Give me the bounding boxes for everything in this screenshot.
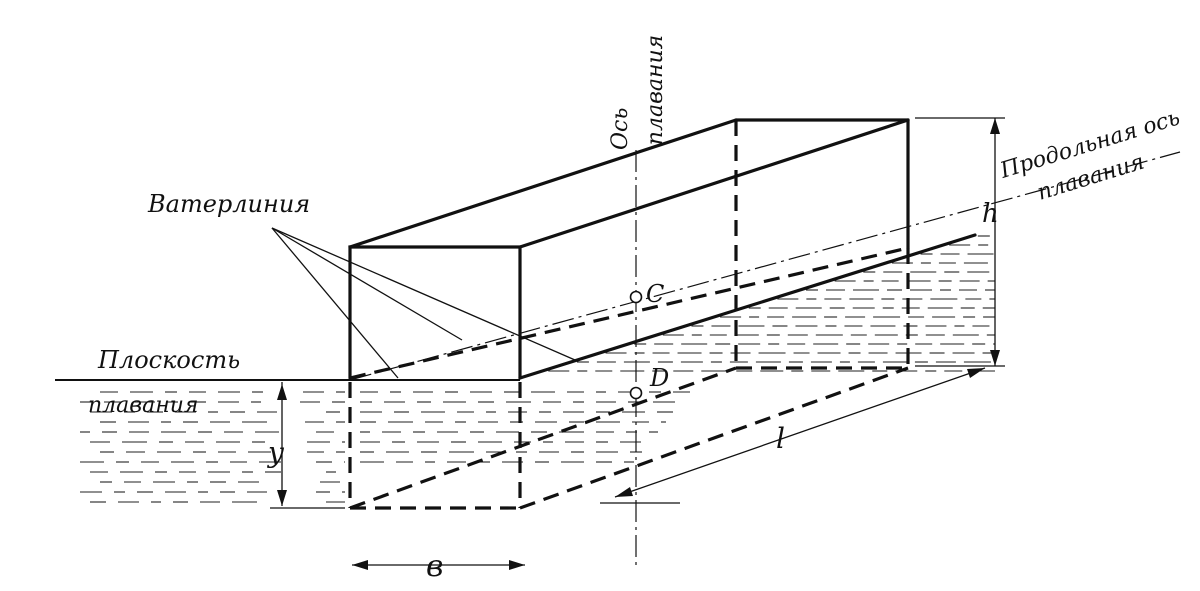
- axis-of-flotation-label-1: Ось: [608, 108, 633, 150]
- box-visible-edges: [348, 118, 977, 380]
- water-hatching: [80, 235, 995, 503]
- dimension-y-label: y: [266, 436, 285, 469]
- point-d-marker: [629, 386, 643, 400]
- point-c-label: C: [646, 280, 664, 308]
- waterline-leaders: [271, 227, 576, 379]
- point-d-label: D: [649, 364, 669, 392]
- dimension-l-label: l: [776, 422, 785, 455]
- flotation-plane-label-1: Плоскость: [97, 346, 240, 374]
- axis-of-flotation-label-2: плавания: [643, 35, 668, 145]
- dimension-y: [270, 382, 345, 509]
- dimension-h-label: h: [982, 199, 999, 229]
- waterline-label: Ватерлиния: [147, 190, 310, 218]
- dimension-b-label: в: [426, 549, 443, 584]
- dimension-l: [600, 367, 986, 504]
- point-c-marker: [629, 290, 643, 304]
- flotation-plane-label-2: плавания: [88, 393, 198, 418]
- dimension-h: [915, 117, 1005, 367]
- longitudinal-axis: [349, 151, 1181, 381]
- dimension-b: [352, 560, 525, 570]
- box-hidden-edges: [348, 120, 910, 510]
